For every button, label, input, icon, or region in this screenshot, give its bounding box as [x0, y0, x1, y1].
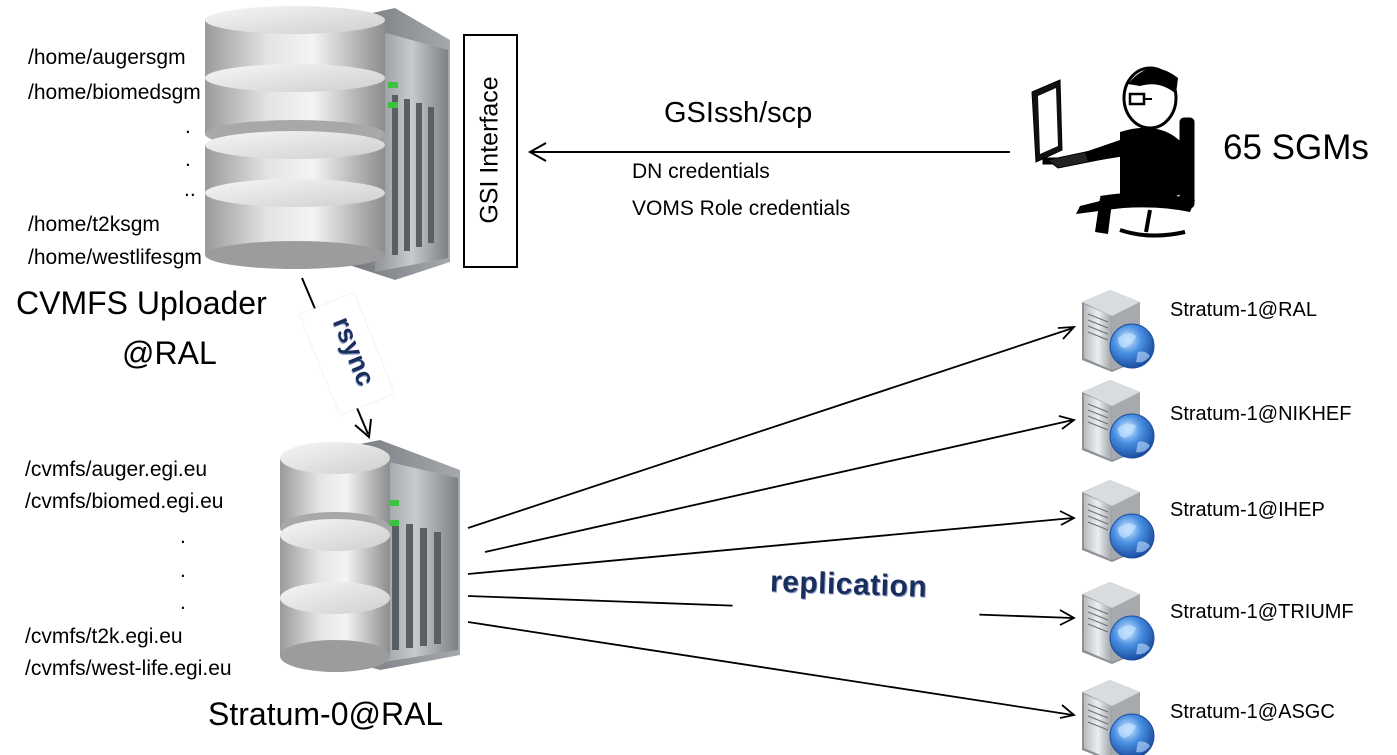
- stratum1-label-nikhef: Stratum-1@NIKHEF: [1170, 403, 1352, 425]
- uploader-title: CVMFS Uploader: [16, 285, 267, 321]
- uploader-path: /home/westlifesgm: [28, 246, 202, 269]
- stratum1-server-icon: [1082, 290, 1155, 372]
- stratum1-label-ral: Stratum-1@RAL: [1170, 299, 1318, 321]
- stratum1-server-icon: [1082, 480, 1155, 562]
- uploader-ellipsis: ..: [184, 178, 196, 201]
- stratum1-label-ihep: Stratum-1@IHEP: [1170, 499, 1325, 521]
- stratum0-ellipsis: .: [180, 591, 186, 614]
- uploader-server-icon: [205, 6, 450, 280]
- stratum1-server-icon: [1082, 680, 1155, 755]
- gsi-interface-label: GSI Interface: [475, 76, 504, 224]
- gsissh-arrow: [527, 142, 1010, 162]
- stratum1-server-icon: [1082, 582, 1155, 664]
- stratum1-label-asgc: Stratum-1@ASGC: [1170, 701, 1335, 723]
- stratum0-server-icon: [280, 440, 460, 672]
- uploader-path: /home/biomedsgm: [28, 81, 201, 104]
- stratum0-title: Stratum-0@RAL: [208, 696, 444, 732]
- credential-label: DN credentials: [632, 160, 770, 183]
- replication-label: replication: [769, 565, 928, 604]
- stratum0-path: /cvmfs/west-life.egi.eu: [25, 657, 232, 680]
- sgm-count-label: 65 SGMs: [1223, 128, 1369, 167]
- stratum0-ellipsis: .: [180, 559, 186, 582]
- stratum0-ellipsis: .: [180, 525, 186, 548]
- uploader-path: /home/t2ksgm: [28, 213, 160, 236]
- stratum1-server-icon: [1082, 380, 1155, 462]
- stratum0-path: /cvmfs/auger.egi.eu: [25, 458, 208, 481]
- uploader-path: /home/augersgm: [28, 46, 186, 69]
- credential-label: VOMS Role credentials: [632, 197, 851, 220]
- uploader-ellipsis: .: [185, 115, 191, 138]
- stratum1-label-triumf: Stratum-1@TRIUMF: [1170, 601, 1354, 623]
- protocol-label: GSIssh/scp: [664, 97, 813, 129]
- person-at-computer-icon: [1031, 66, 1195, 238]
- stratum0-path: /cvmfs/biomed.egi.eu: [25, 490, 224, 513]
- stratum0-path: /cvmfs/t2k.egi.eu: [25, 625, 183, 648]
- gsi-interface-box: [463, 34, 518, 268]
- uploader-location: @RAL: [122, 335, 217, 371]
- replication-arrows: [467, 325, 1077, 719]
- uploader-ellipsis: .: [185, 148, 191, 171]
